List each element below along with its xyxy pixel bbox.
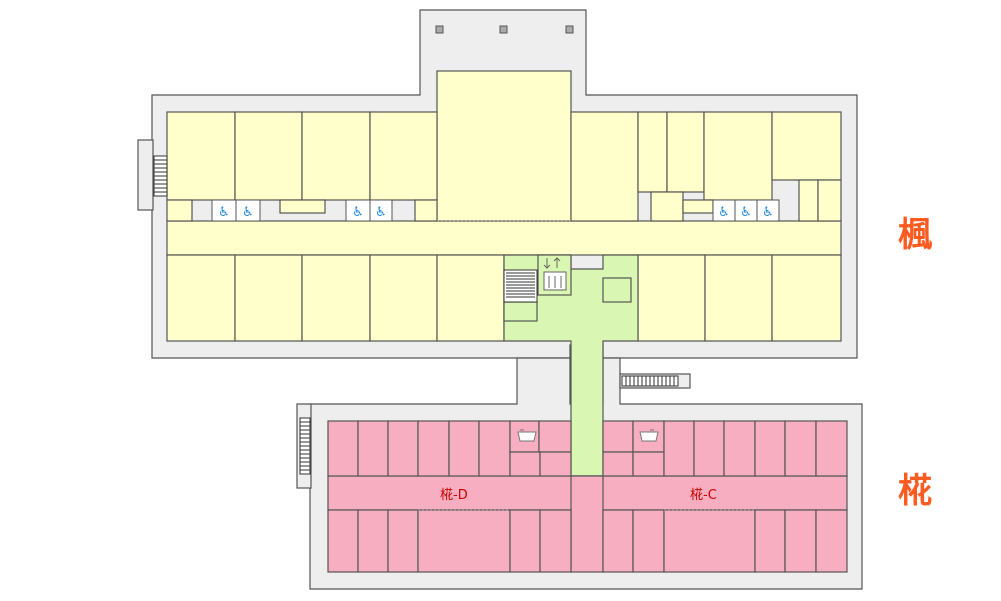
elevator-icon: [543, 257, 567, 291]
maple-room: [703, 111, 773, 201]
hua-room: [448, 420, 480, 477]
hua-room: [663, 509, 756, 573]
maple-central-hall: [436, 70, 572, 222]
hua-room: [417, 420, 450, 477]
hua-central-room: [570, 475, 604, 573]
hua-room: [327, 509, 359, 573]
hua-room: [663, 420, 695, 477]
maple-closet: [798, 179, 819, 222]
bathtub-icon: [517, 429, 537, 442]
maple-room: [369, 111, 438, 201]
hua-closet: [539, 451, 572, 477]
connector-stair-landing: [503, 301, 538, 322]
maple-room: [301, 254, 371, 342]
hua-room: [693, 420, 725, 477]
maple-room: [234, 254, 303, 342]
vent-icon: [565, 25, 574, 34]
hua-room: [478, 420, 511, 477]
zone-label-hua-d: 椛-D: [440, 488, 468, 503]
hua-wing-label: 椛: [898, 471, 932, 511]
wheelchair-accessible-icon: ♿: [352, 205, 364, 220]
maple-closet: [682, 199, 714, 214]
hua-room: [387, 420, 419, 477]
hua-room: [357, 509, 389, 573]
connector-room: [602, 277, 632, 303]
hua-closet: [509, 451, 541, 477]
hua-room: [815, 420, 848, 477]
hua-room: [602, 509, 634, 573]
hua-closet: [632, 451, 665, 477]
maple-room: [666, 111, 705, 193]
hua-room: [539, 509, 572, 573]
hua-room: [723, 420, 756, 477]
hua-room: [754, 420, 786, 477]
hua-room: [602, 420, 634, 453]
maple-room: [771, 111, 842, 181]
maple-room: [637, 254, 706, 342]
hua-room: [784, 420, 817, 477]
wheelchair-accessible-icon: ♿: [242, 205, 254, 220]
hua-room: [387, 509, 419, 573]
maple-room: [234, 111, 303, 201]
wheelchair-accessible-icon: ♿: [740, 205, 752, 220]
maple-room: [637, 111, 668, 193]
zone-label-hua-c: 椛-C: [690, 488, 717, 503]
maple-room: [704, 254, 773, 342]
wheelchair-accessible-icon: ♿: [762, 205, 774, 220]
maple-closet: [650, 191, 684, 222]
maple-room: [301, 111, 371, 201]
hua-room: [417, 509, 511, 573]
maple-wing-label: 楓: [898, 215, 932, 255]
maple-room: [771, 254, 842, 342]
maple-room: [369, 254, 438, 342]
maple-room: [166, 111, 236, 201]
hua-closet: [602, 451, 634, 477]
vent-icon: [499, 25, 508, 34]
maple-closet: [817, 179, 842, 222]
maple-closet: [166, 199, 193, 222]
wheelchair-accessible-icon: ♿: [375, 205, 387, 220]
maple-room: [570, 111, 639, 222]
staircase-icon: [503, 269, 538, 303]
hua-room: [632, 509, 665, 573]
wheelchair-accessible-icon: ♿: [718, 205, 730, 220]
hua-room: [784, 509, 817, 573]
west-exterior-stair: [137, 139, 154, 211]
hua-room: [815, 509, 848, 573]
hua-room: [327, 420, 359, 477]
hua-room: [357, 420, 389, 477]
bathtub-icon: [639, 429, 659, 442]
hua-room: [538, 420, 572, 453]
maple-closet: [414, 199, 438, 222]
hua-room: [509, 509, 541, 573]
maple-room: [166, 254, 236, 342]
maple-closet: [279, 199, 326, 214]
maple-corridor: [166, 220, 842, 256]
wheelchair-accessible-icon: ♿: [218, 205, 230, 220]
maple-room: [436, 254, 505, 342]
hua-room: [754, 509, 786, 573]
vent-icon: [435, 25, 444, 34]
